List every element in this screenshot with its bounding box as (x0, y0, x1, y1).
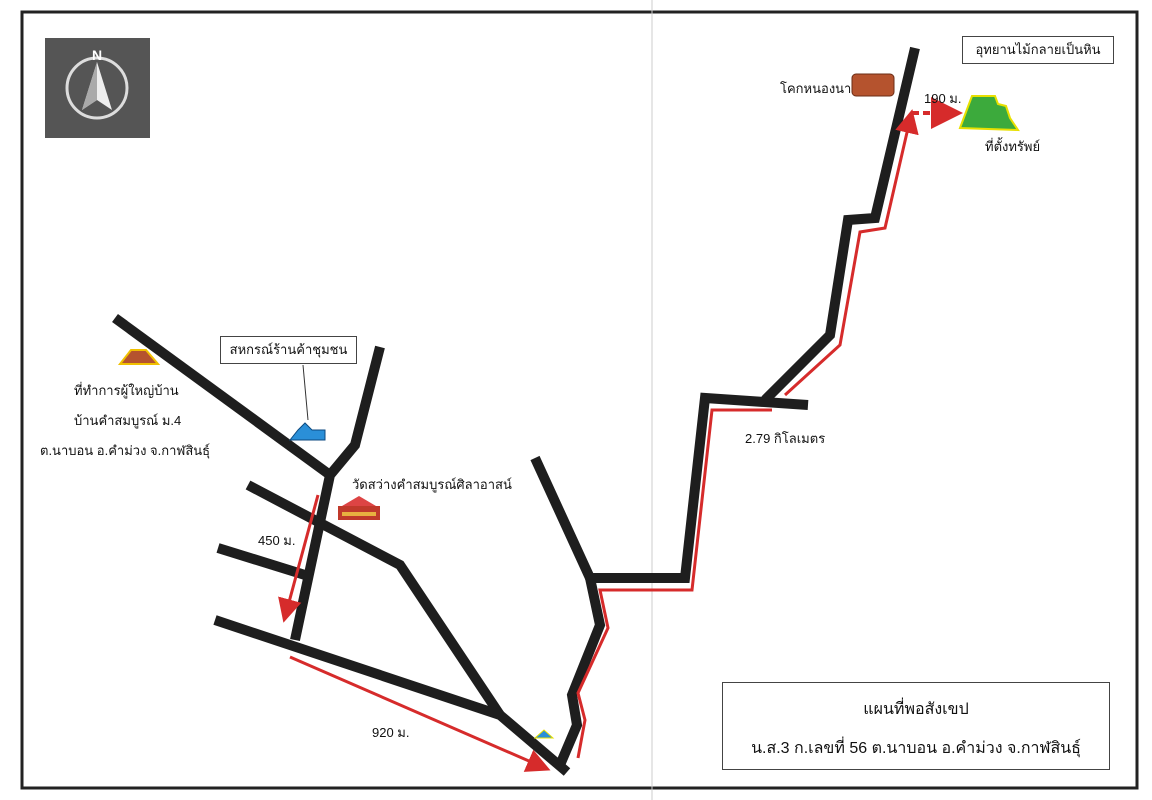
roads (112, 46, 920, 776)
compass-north-label: N (92, 47, 102, 63)
village-name-label: บ้านคำสมบูรณ์ ม.4 (74, 413, 182, 428)
route-450m-arrow (278, 494, 320, 623)
route-line (576, 408, 772, 759)
property-location-label: ที่ตั้งทรัพย์ (985, 139, 1041, 154)
route-920m-arrow (289, 655, 551, 772)
temple-icon (338, 496, 380, 520)
distance-190m-label: 190 ม. (924, 91, 962, 106)
coop-store-label: สหกรณ์ร้านค้าชุมชน (229, 342, 348, 357)
village-office-icon (117, 349, 161, 365)
map-title: แผนที่พอสังเขป (863, 701, 969, 718)
road (216, 543, 307, 580)
route-line (783, 109, 919, 397)
property-parcel-icon (958, 95, 1020, 132)
map-frame (20, 10, 1139, 790)
map-title-box: แผนที่พอสังเขป น.ส.3 ก.เลขที่ 56 ต.นาบอน… (722, 682, 1110, 770)
coop-store-icon (288, 422, 326, 441)
distance-450m-label: 450 ม. (258, 533, 296, 548)
property-start-icon (533, 729, 555, 739)
village-office-label: ที่ทำการผู้ใหญ่บ้าน (74, 383, 179, 398)
road (555, 576, 606, 767)
map-subtitle: น.ส.3 ก.เลขที่ 56 ต.นาบอน อ.คำม่วง จ.กาฬ… (751, 740, 1081, 757)
khok-nong-na-label: โคกหนองนา (780, 81, 852, 96)
distance-920m-label: 920 ม. (372, 725, 410, 740)
temple-label: วัดสว่างคำสมบูรณ์ศิลาอาสน์ (352, 477, 512, 492)
road (761, 46, 920, 404)
road (245, 480, 505, 718)
petrified-forest-label: อุทยานไม้กลายเป็นหิน (975, 42, 1101, 57)
village-address-label: ต.นาบอน อ.คำม่วง จ.กาฬสินธุ์ (40, 443, 211, 458)
distance-2-79km-label: 2.79 กิโลเมตร (745, 431, 826, 446)
compass-icon: N (45, 38, 150, 138)
petrified-forest-label-box: อุทยานไม้กลายเป็นหิน (962, 36, 1114, 64)
coop-store-label-box: สหกรณ์ร้านค้าชุมชน (220, 336, 357, 364)
khok-nong-na-icon (851, 73, 895, 97)
road (213, 615, 571, 776)
coop-pointer-line (302, 364, 309, 421)
route (278, 97, 963, 772)
road (112, 313, 333, 480)
road (530, 392, 809, 583)
road (290, 345, 385, 642)
